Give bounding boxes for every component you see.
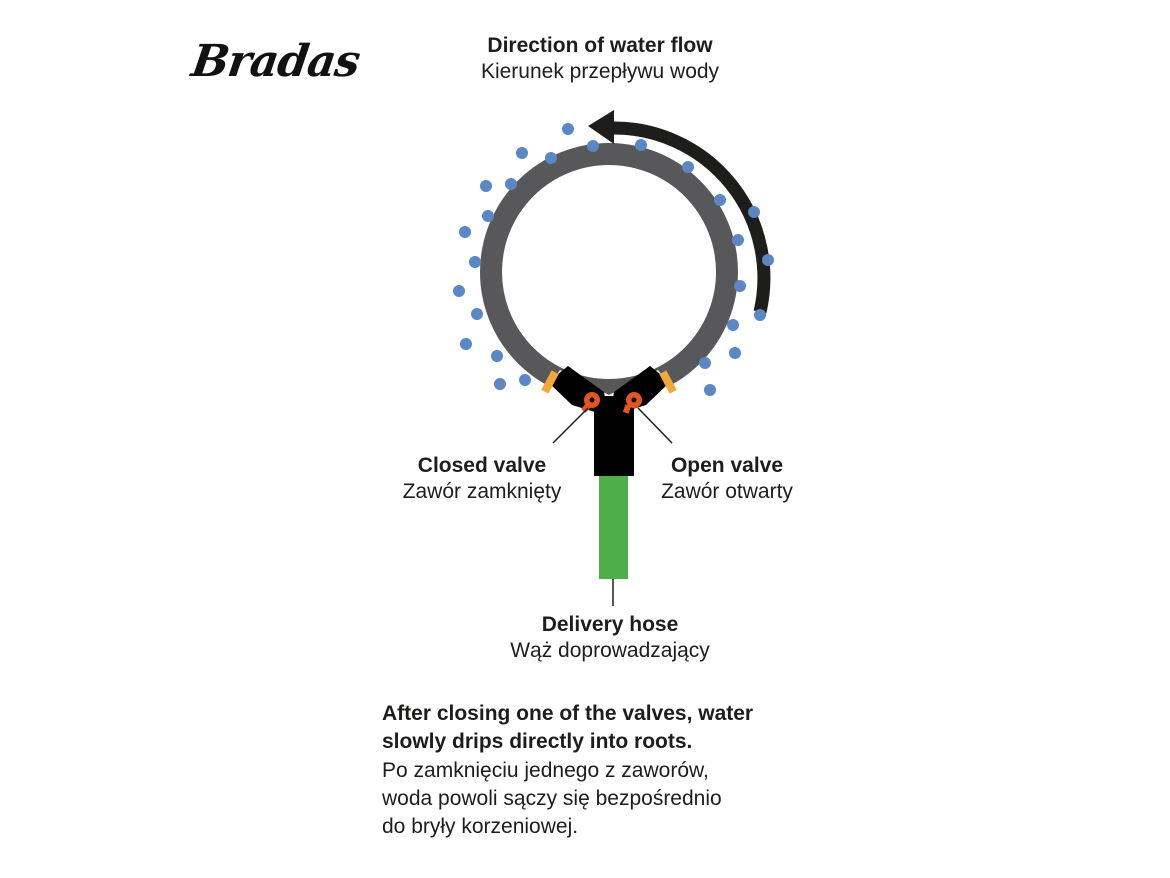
note-en-line-1: After closing one of the valves, water: [382, 702, 754, 725]
note-pl-line-1: Po zamknięciu jednego z zaworów,: [382, 758, 709, 782]
open-valve-en: Open valve: [670, 454, 784, 477]
delivery-hose-pl: Wąż doprowadzający: [510, 639, 710, 663]
flow-label-pl: Kierunek przepływu wody: [480, 60, 720, 84]
explanation-note: After closing one of the valves, water s…: [382, 700, 842, 842]
closed-valve-icon: [581, 392, 600, 413]
open-valve-pl: Zawór otwarty: [661, 480, 793, 504]
note-pl-line-2: woda powoli sączy się bezpośrednio: [382, 787, 722, 811]
delivery-hose: [599, 476, 628, 579]
delivery-hose-en: Delivery hose: [541, 613, 679, 636]
open-valve-icon: [622, 392, 642, 414]
flow-label-en: Direction of water flow: [487, 34, 713, 57]
closed-valve-label: Closed valve Zawór zamknięty: [372, 453, 592, 506]
delivery-hose-label: Delivery hose Wąż doprowadzający: [490, 612, 730, 665]
ring-hose: [480, 143, 738, 401]
water-drops: [453, 123, 774, 396]
note-en-line-2: slowly drips directly into roots.: [382, 730, 693, 754]
flow-arrow-icon: [588, 110, 771, 314]
flow-direction-label: Direction of water flow Kierunek przepły…: [440, 33, 760, 86]
open-valve-label: Open valve Zawór otwarty: [632, 453, 822, 506]
closed-valve-en: Closed valve: [417, 454, 547, 477]
closed-valve-pl: Zawór zamknięty: [402, 480, 562, 504]
note-pl-line-3: do bryły korzeniowej.: [382, 815, 579, 839]
